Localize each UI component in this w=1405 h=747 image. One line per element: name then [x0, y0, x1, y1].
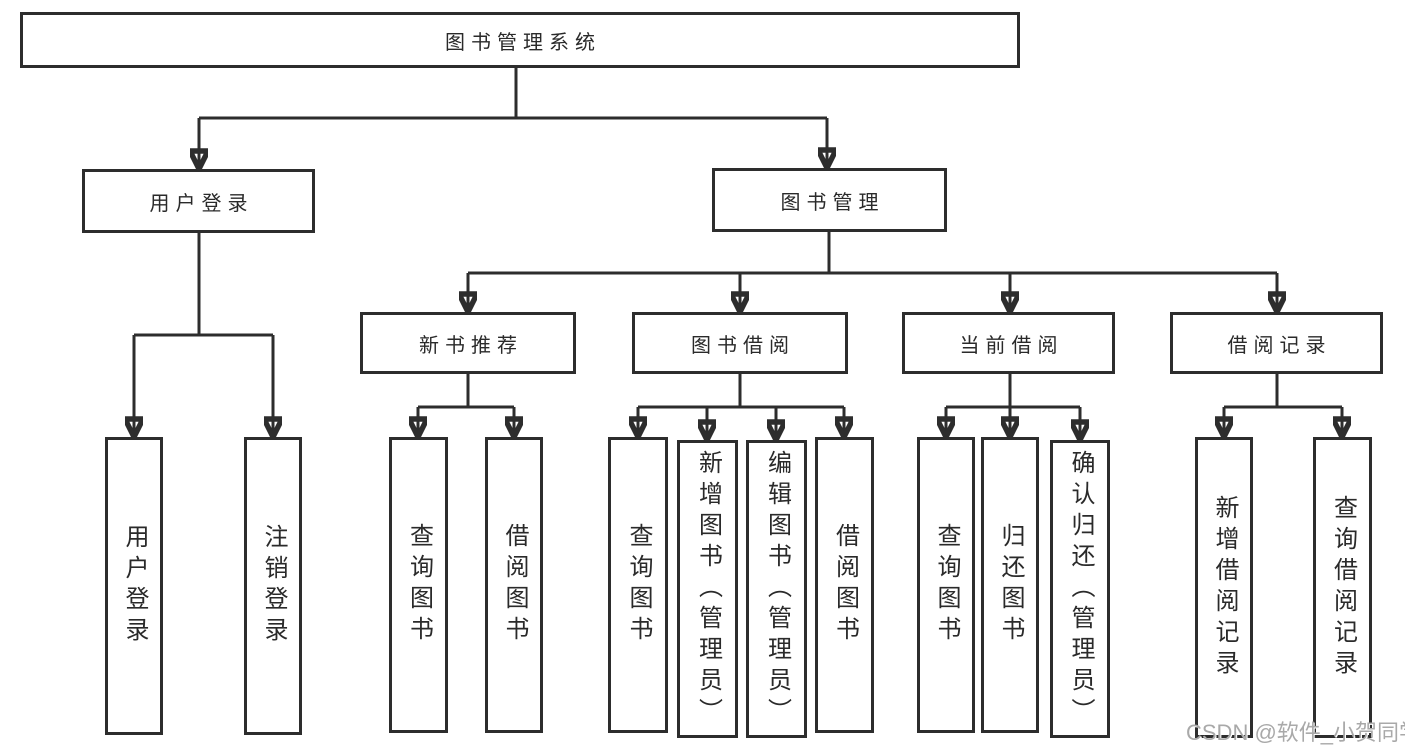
root-to-level2-connector — [199, 68, 827, 169]
current-borrow-branch-connector — [946, 374, 1080, 440]
new-book-branch-connector — [418, 374, 514, 437]
node-user-login: 用户登录 — [82, 169, 315, 233]
node-leaf-user-login-label: 用户登录 — [121, 524, 148, 648]
node-leaf-cb-return-books-label: 归还图书 — [997, 523, 1024, 647]
connector-line — [638, 374, 844, 409]
node-user-login-label: 用户登录 — [149, 192, 254, 215]
node-leaf-cb-query-books: 查询图书 — [917, 437, 975, 733]
connector-line — [468, 232, 1277, 275]
node-book-mgmt-label: 图书管理 — [780, 191, 885, 214]
connector-line — [1224, 374, 1342, 409]
node-leaf-br-query-record: 查询借阅记录 — [1313, 437, 1372, 738]
node-leaf-nb-query-books-label: 查询图书 — [405, 523, 433, 647]
connector-line — [946, 374, 1080, 409]
node-leaf-nb-borrow-books-label: 借阅图书 — [501, 523, 528, 647]
user-login-branch-connector — [134, 233, 273, 437]
node-new-book-label: 新书推荐 — [419, 334, 523, 357]
node-book-borrow: 图书借阅 — [632, 312, 848, 374]
node-book-mgmt: 图书管理 — [712, 168, 947, 232]
borrow-records-branch-connector — [1224, 374, 1342, 437]
node-leaf-nb-query-books: 查询图书 — [389, 437, 448, 733]
node-current-borrow: 当前借阅 — [902, 312, 1115, 374]
node-leaf-cb-confirm-return-admin: 确认归还（管理员） — [1050, 440, 1110, 738]
node-leaf-cb-confirm-return-admin-label: 确认归还（管理员） — [1067, 449, 1094, 729]
node-leaf-bb-borrow-books-label: 借阅图书 — [831, 523, 859, 647]
node-root-label: 图书管理系统 — [445, 31, 601, 54]
node-leaf-br-add-record: 新增借阅记录 — [1195, 437, 1253, 738]
node-current-borrow-label: 当前借阅 — [959, 334, 1064, 357]
connector-line — [134, 233, 273, 337]
node-leaf-bb-edit-books-admin: 编辑图书（管理员） — [746, 440, 807, 738]
node-book-borrow-label: 图书借阅 — [691, 334, 795, 357]
node-leaf-cb-query-books-label: 查询图书 — [933, 523, 960, 647]
book-mgmt-to-level3-connector — [468, 232, 1277, 312]
node-borrow-records-label: 借阅记录 — [1227, 334, 1332, 357]
node-leaf-nb-borrow-books: 借阅图书 — [485, 437, 543, 733]
node-leaf-user-login: 用户登录 — [105, 437, 163, 735]
connector-line — [418, 374, 514, 409]
node-leaf-logout-label: 注销登录 — [260, 524, 287, 648]
node-leaf-cb-return-books: 归还图书 — [981, 437, 1039, 733]
node-leaf-bb-add-books-admin: 新增图书（管理员） — [677, 440, 738, 738]
node-leaf-bb-borrow-books: 借阅图书 — [815, 437, 874, 733]
node-leaf-br-add-record-label: 新增借阅记录 — [1211, 494, 1238, 681]
book-borrow-branch-connector — [638, 374, 844, 440]
connector-line — [199, 68, 827, 120]
watermark: CSDN @软件_小贺同学 — [1186, 720, 1405, 745]
node-leaf-bb-query-books-label: 查询图书 — [625, 523, 652, 647]
node-leaf-bb-query-books: 查询图书 — [608, 437, 668, 733]
node-new-book: 新书推荐 — [360, 312, 576, 374]
node-borrow-records: 借阅记录 — [1170, 312, 1383, 374]
node-leaf-bb-edit-books-admin-label: 编辑图书（管理员） — [763, 449, 791, 729]
node-leaf-bb-add-books-admin-label: 新增图书（管理员） — [694, 449, 722, 729]
node-root: 图书管理系统 — [20, 12, 1020, 68]
node-leaf-br-query-record-label: 查询借阅记录 — [1329, 494, 1357, 681]
node-leaf-logout: 注销登录 — [244, 437, 302, 735]
